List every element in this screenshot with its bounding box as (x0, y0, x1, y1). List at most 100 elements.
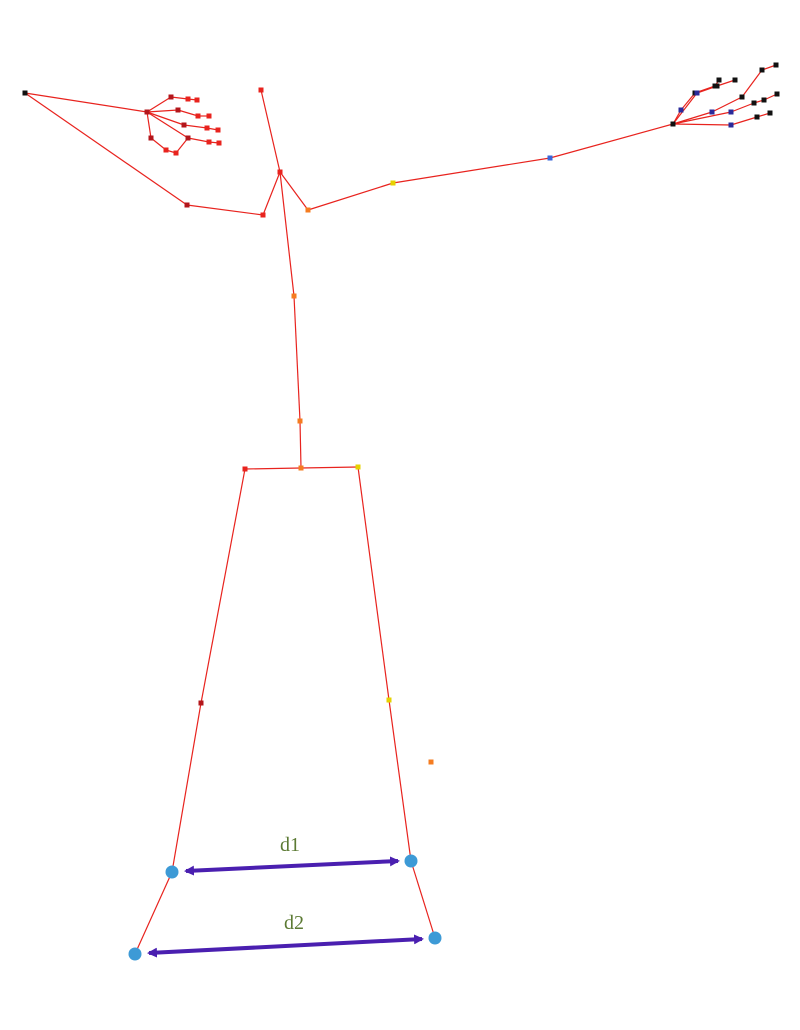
joint-lmid (547, 155, 553, 161)
joint-relb (184, 202, 190, 208)
bone-neck-lsh (279, 171, 309, 211)
right-hand-finger-0-joint (173, 150, 179, 156)
joint-lsh (305, 207, 311, 213)
right-hand-finger-4-bone (187, 137, 210, 143)
bone-rhip-hip (244, 467, 302, 470)
bone-lhip-lknee (357, 466, 390, 701)
left-hand-finger-4-bone (672, 123, 732, 126)
right-hand-finger-4-bone (146, 111, 189, 139)
bone-rank-rheel (134, 871, 173, 955)
d2-label: d2 (284, 912, 304, 934)
left-hand-finger-3-bone (672, 111, 732, 125)
d1-label: d1 (280, 834, 300, 856)
joint-sp1 (291, 293, 297, 299)
right-hand-finger-0-joint (148, 135, 154, 141)
right-hand-finger-2-bone (146, 109, 179, 113)
right-hand-finger-3-joint (204, 125, 210, 131)
left-hand-finger-1-bone (716, 79, 736, 87)
bone-rhip-rknee (200, 468, 246, 704)
bone-relb-rwr (24, 92, 188, 206)
left-hand-finger-2-joint (773, 62, 779, 68)
bone-rsh-relb (186, 204, 264, 216)
d1-right-point (404, 854, 418, 868)
right-hand-finger-0-joint (163, 147, 169, 153)
measurement-d2: d2 (128, 912, 442, 961)
right-hand-finger-4-joint (206, 139, 212, 145)
right-hand-finger-1-bone (170, 96, 189, 100)
left-hand-finger-0-joint (716, 77, 722, 83)
right-hand-finger-3-bone (183, 124, 208, 129)
bone-sp2-hip (299, 420, 302, 469)
bone-head-neck (260, 89, 281, 173)
bone-lmid-lwr (549, 123, 674, 159)
right-hand-finger-1-joint (168, 94, 174, 100)
joint-neck (277, 169, 283, 175)
left-hand-finger-3-joint (751, 100, 757, 106)
left-hand-finger-3-bone (730, 102, 755, 113)
joint-rknee (198, 700, 204, 706)
left-hand-finger-0-joint (678, 107, 684, 113)
right-hand-finger-2-bone (177, 109, 199, 117)
right-hand-finger-2-joint (206, 113, 212, 119)
left-hand-finger-2-joint (759, 67, 765, 73)
skeleton-joints (22, 62, 780, 765)
left-hand-finger-2-joint (739, 94, 745, 100)
right-hand-finger-3-bone (146, 111, 185, 126)
bone-lknee-lank (388, 699, 412, 862)
left-hand-finger-1-joint (732, 77, 738, 83)
left-hand-finger-3-joint (728, 109, 734, 115)
right-hand-finger-3-joint (215, 127, 221, 133)
left-hand-finger-4-joint (754, 114, 760, 120)
bone-rknee-rank (171, 702, 202, 873)
left-hand-finger-4-joint (728, 122, 734, 128)
d2-left-point (128, 947, 142, 961)
left-hand-finger-1-joint (714, 83, 720, 89)
joint-rwr (22, 90, 28, 96)
right-hand-finger-4-joint (216, 140, 222, 146)
joint-sp2 (297, 418, 303, 424)
joint-rsh (260, 212, 266, 218)
bone-lank-lheel (410, 860, 436, 939)
joint-hip (298, 465, 304, 471)
joint-lhip (355, 464, 361, 470)
bone-neck-rsh (262, 171, 281, 216)
joint-lknee (386, 697, 392, 703)
left-hand-finger-1-bone (672, 92, 698, 125)
left-hand-finger-4-joint (767, 110, 773, 116)
bone-neck-sp1 (279, 171, 295, 297)
right-hand-finger-4-joint (185, 135, 191, 141)
left-hand-finger-2-bone (741, 69, 763, 98)
d2-right-point (428, 931, 442, 945)
measurement-d1: d1 (165, 834, 418, 879)
joint-rhand (144, 109, 150, 115)
d2-arrow (147, 934, 424, 958)
right-hand-finger-1-bone (146, 96, 172, 113)
left-hand-finger-0-bone (680, 92, 696, 111)
left-hand-finger-1-joint (694, 90, 700, 96)
joint-head (258, 87, 264, 93)
bone-sp1-sp2 (293, 295, 301, 422)
right-hand-finger-1-joint (194, 97, 200, 103)
right-hand-finger-3-joint (181, 122, 187, 128)
left-hand-finger-2-bone (672, 111, 713, 125)
left-hand-finger-2-joint (709, 109, 715, 115)
left-hand-finger-4-bone (730, 116, 758, 126)
joint-lwr (670, 121, 676, 127)
joint-rhip (242, 466, 248, 472)
left-hand-finger-3-joint (761, 97, 767, 103)
bone-lelb-lmid (392, 157, 551, 184)
bone-lsh-lelb (307, 182, 394, 211)
skeleton-bones (24, 64, 778, 955)
left-hand-finger-2-bone (711, 96, 743, 113)
right-hand-finger-0-bone (146, 111, 152, 139)
joint-lelb (390, 180, 396, 186)
bone-hip-lhip (300, 466, 359, 469)
right-hand-finger-2-joint (195, 113, 201, 119)
left-hand-finger-3-joint (774, 91, 780, 97)
right-hand-finger-2-joint (175, 107, 181, 113)
d1-left-point (165, 865, 179, 879)
joint-stray (428, 759, 434, 765)
d1-arrow (184, 856, 400, 876)
